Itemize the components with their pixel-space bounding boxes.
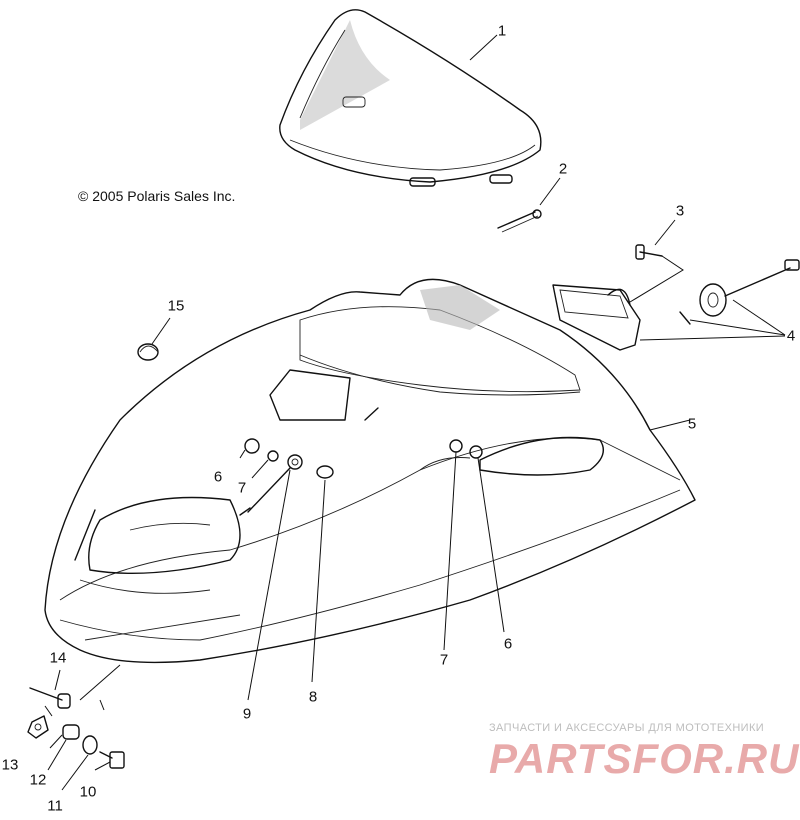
callout-4: 4 [786, 327, 796, 345]
callout-14: 14 [49, 649, 67, 667]
callout-1: 1 [497, 22, 507, 40]
callout-8: 8 [308, 688, 318, 706]
leader-3 [654, 219, 676, 246]
headlight-screw-part [635, 244, 663, 260]
clip-part [137, 317, 171, 361]
callout-10: 10 [79, 783, 97, 801]
leader-2 [539, 177, 561, 206]
callout-15: 15 [167, 297, 185, 315]
callout-12: 12 [29, 771, 47, 789]
watermark-tagline: ЗАПЧАСТИ И АКСЕССУАРЫ ДЛЯ МОТОТЕХНИКИ [489, 722, 765, 734]
callout-6a: 6 [213, 468, 223, 486]
callout-9: 9 [242, 705, 252, 723]
callout-3: 3 [675, 202, 685, 220]
callout-2: 2 [558, 160, 568, 178]
callout-7b: 7 [439, 651, 449, 669]
callout-7a: 7 [237, 479, 247, 497]
callout-11: 11 [47, 797, 63, 815]
leader-1 [469, 34, 498, 61]
windshield-screw-part [497, 209, 542, 233]
center-fastener [364, 407, 379, 421]
watermark-brand: PARTSFOR.RU [489, 735, 800, 782]
lower-hardware-group [27, 664, 125, 791]
windshield-part [279, 9, 542, 187]
copyright-notice: © 2005 Polaris Sales Inc. [78, 188, 236, 204]
left-hardware-group [239, 438, 334, 701]
right-hardware-group [443, 439, 505, 651]
callout-5: 5 [687, 415, 697, 433]
headlight-assembly-part [552, 255, 800, 351]
callout-13: 13 [1, 756, 19, 774]
callout-6b: 6 [503, 635, 513, 653]
hood-body-part [44, 278, 696, 664]
